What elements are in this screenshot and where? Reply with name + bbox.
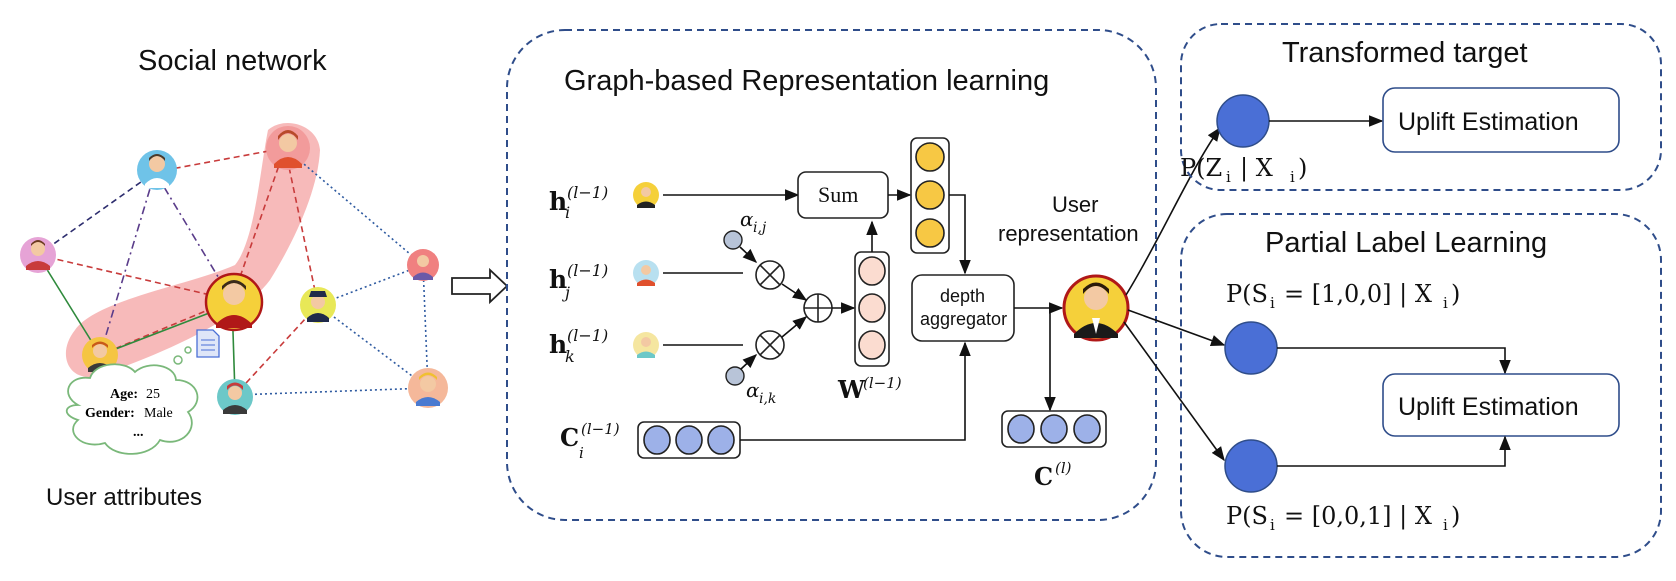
w-label: W	[837, 375, 866, 404]
multiply-node-j	[755, 260, 785, 290]
c-output-label: C	[1034, 462, 1053, 491]
bubble-gender-value: Male	[144, 406, 173, 421]
avatar-node	[633, 260, 659, 286]
sum-output-vector	[910, 137, 950, 254]
partial-node-1	[1224, 321, 1278, 375]
alpha-ik-label: α	[746, 378, 760, 402]
transformed-node	[1216, 94, 1270, 148]
partial-prob1-a: P(S	[1226, 280, 1268, 308]
highlight-path	[65, 122, 320, 377]
transformed-prob-condition: | X	[1240, 154, 1273, 183]
transformed-uplift-label: Uplift Estimation	[1398, 108, 1579, 136]
w-vector	[854, 251, 890, 367]
attribute-bubble: Age: 25 Gender: Male ...	[65, 346, 199, 455]
social-network-panel: Social network	[20, 45, 448, 511]
bubble-age-value: 25	[146, 387, 160, 402]
c-prev-superscript: (l−1)	[581, 420, 620, 438]
social-network-title: Social network	[138, 45, 327, 77]
transformed-prob-close: )	[1298, 154, 1307, 182]
document-icon	[196, 329, 220, 358]
transformed-prob-label: P(Z	[1180, 154, 1222, 182]
graph-representation-panel: Graph-based Representation learning h i …	[506, 29, 1157, 521]
h-k-superscript: (l−1)	[567, 326, 608, 345]
alpha-ij-label: α	[740, 207, 754, 231]
partial-node-2	[1224, 439, 1278, 493]
c-prev-subscript: i	[579, 444, 584, 462]
partial-label-title: Partial Label Learning	[1265, 227, 1547, 259]
user-representation-avatar	[1062, 274, 1130, 342]
alpha-ij-subscript: i,j	[753, 220, 767, 236]
transformed-target-title: Transformed target	[1282, 37, 1528, 69]
transformed-prob-condition-subscript: i	[1290, 168, 1295, 186]
h-i-subscript: i	[565, 203, 570, 222]
avatar-node	[266, 126, 310, 170]
partial-prob2-subscript2: i	[1443, 516, 1448, 534]
h-i-superscript: (l−1)	[567, 183, 608, 202]
partial-prob2-b: = [0,0,1] | X	[1284, 502, 1432, 531]
partial-label-panel: Partial Label Learning P(S i = [1,0,0] |…	[1180, 213, 1662, 558]
avatar-node	[407, 249, 439, 281]
h-i-label: h	[549, 187, 567, 216]
bubble-more: ...	[133, 425, 144, 440]
avatar-node	[137, 150, 177, 190]
bubble-age-key: Age:	[110, 387, 138, 402]
graph-panel-title: Graph-based Representation learning	[564, 65, 1049, 97]
alpha-ik-subscript: i,k	[759, 391, 776, 407]
partial-prob1-subscript2: i	[1443, 294, 1448, 312]
avatar-node	[408, 368, 448, 408]
partial-prob2-c: )	[1451, 502, 1460, 530]
user-representation-label-1: User	[1052, 192, 1098, 217]
partial-prob2-subscript: i	[1270, 516, 1275, 534]
avatar-node	[633, 332, 659, 358]
depth-aggregator-label-1: depth	[940, 286, 985, 306]
user-attributes-caption: User attributes	[46, 484, 202, 511]
depth-aggregator-box	[911, 274, 1015, 342]
transformed-uplift-box	[1382, 87, 1620, 153]
avatar-node	[20, 237, 56, 273]
transition-arrow	[451, 267, 509, 305]
add-node	[803, 293, 833, 323]
h-j-superscript: (l−1)	[567, 261, 608, 280]
transformed-target-panel: Transformed target Uplift Estimation P(Z…	[1180, 23, 1662, 191]
bubble-gender-key: Gender:	[85, 406, 135, 421]
partial-prob1-c: )	[1451, 280, 1460, 308]
alpha-ik-node	[725, 366, 745, 386]
partial-prob2-a: P(S	[1226, 502, 1268, 530]
multiply-node-k	[755, 330, 785, 360]
sum-label: Sum	[818, 182, 858, 207]
c-output-vector	[1001, 410, 1107, 448]
w-superscript: (l−1)	[863, 374, 902, 392]
partial-uplift-label: Uplift Estimation	[1398, 393, 1579, 421]
avatar-node	[633, 182, 659, 208]
c-prev-label: C	[560, 423, 579, 452]
partial-prob1-subscript: i	[1270, 294, 1275, 312]
depth-aggregator-label-2: aggregator	[920, 309, 1007, 329]
h-k-subscript: k	[565, 347, 575, 366]
output-arrows	[1123, 126, 1226, 462]
h-j-label: h	[549, 265, 567, 294]
c-output-superscript: (l)	[1055, 459, 1072, 477]
avatar-node	[204, 272, 264, 332]
h-j-subscript: j	[562, 283, 570, 302]
user-representation-label-2: representation	[998, 221, 1139, 246]
h-k-label: h	[549, 330, 567, 359]
alpha-ij-node	[723, 230, 743, 250]
transformed-prob-subscript: i	[1226, 168, 1231, 186]
avatar-node	[217, 379, 253, 415]
c-prev-vector	[637, 421, 741, 459]
avatar-node	[300, 287, 336, 323]
partial-prob1-b: = [1,0,0] | X	[1284, 280, 1432, 309]
